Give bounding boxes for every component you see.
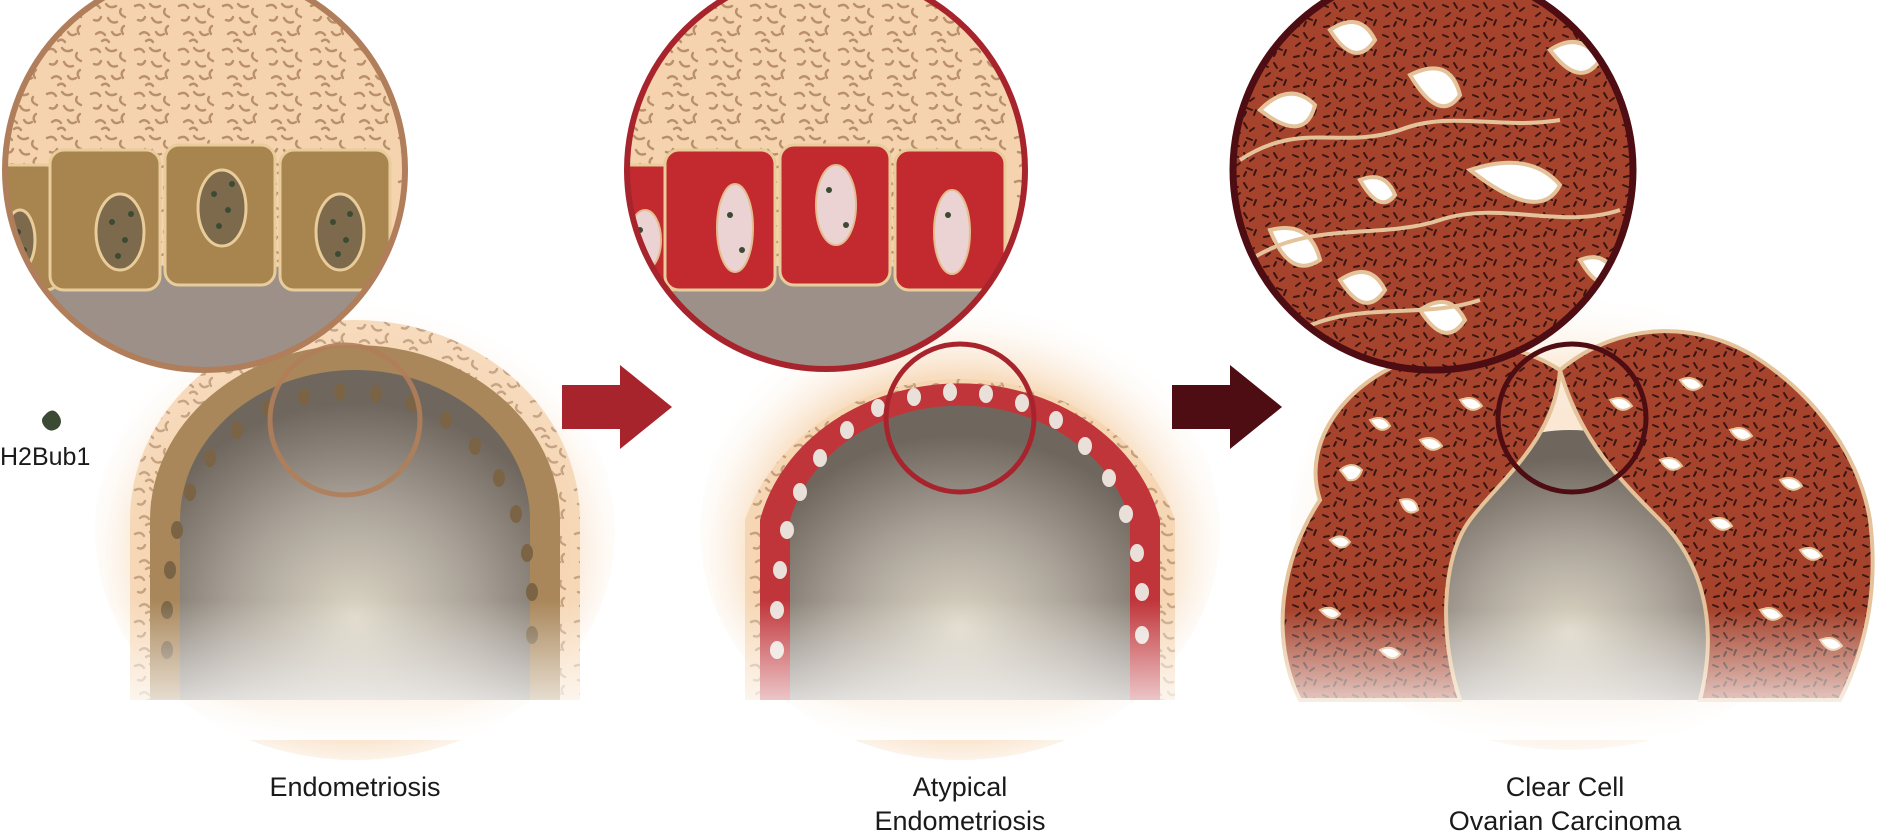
stage-label-line: Ovarian Carcinoma [1448,806,1682,836]
zoom-region-ring-1 [267,342,423,498]
h2bub1-granule-icon [42,410,61,431]
endometriosis-gland [95,300,620,760]
stage-label-line: Clear Cell [1505,772,1625,802]
stage-label-carcinoma: Clear Cell Ovarian Carcinoma [1355,770,1775,838]
right-arrow-icon [562,365,672,449]
zoom-region-ring-2 [883,341,1037,495]
stage-label-line: Endometriosis [874,806,1046,836]
stage-label-line: Endometriosis [269,772,441,802]
zoom-region-ring-3 [1495,341,1649,495]
carcinoma-mass [1260,290,1887,750]
magnified-inset-2 [627,0,1025,369]
h2bub1-legend-label: H2Bub1 [0,443,91,471]
magnified-inset-3 [1233,0,1633,370]
stage-label-line: Atypical [912,772,1008,802]
atypical-gland [700,300,1220,760]
stage-label-atypical: Atypical Endometriosis [750,770,1170,838]
right-arrow-icon [1172,365,1282,449]
stage-label-endometriosis: Endometriosis [145,770,565,804]
